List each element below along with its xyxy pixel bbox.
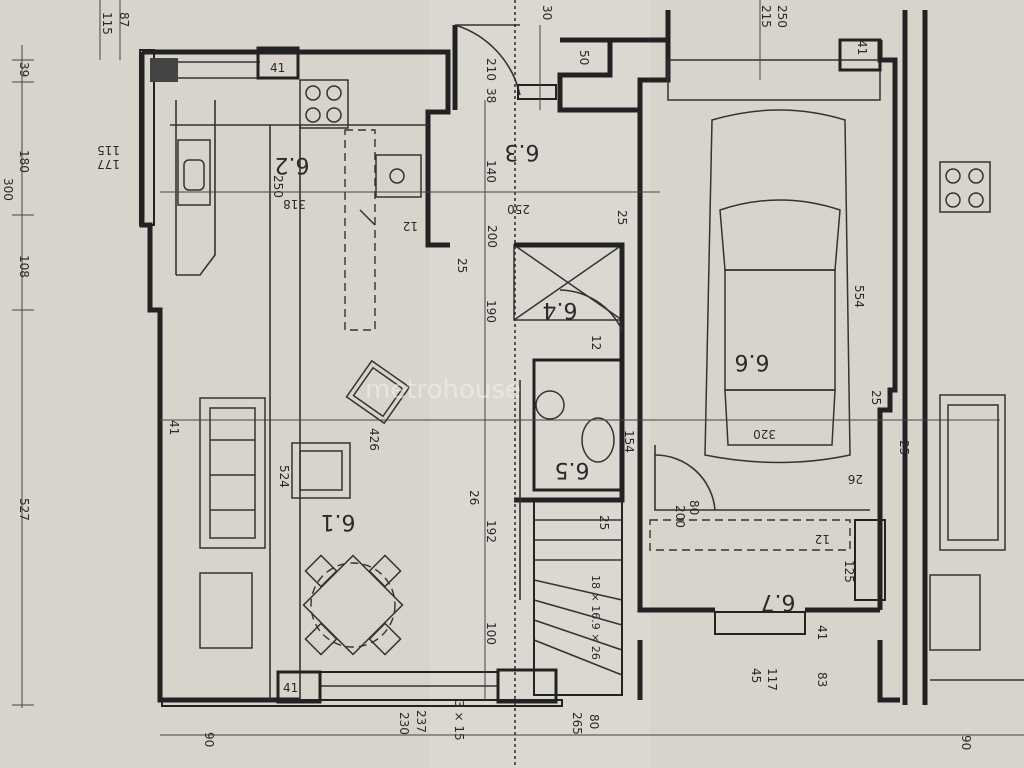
dimension-label: 108 — [17, 255, 31, 278]
dimension-label: 80 — [587, 714, 601, 729]
coffee-table-icon — [291, 442, 351, 499]
dimension-label: 320 — [753, 427, 776, 441]
dimension-label: 250 — [507, 202, 530, 216]
sofa-icon — [199, 397, 266, 549]
dimension-label: 26 — [848, 472, 863, 486]
dimension-label: 25 — [615, 210, 629, 225]
dimension-label: 115 — [97, 143, 120, 157]
room-label-6-2: 6.2 — [275, 152, 310, 177]
dimension-label: 18 × 16.9 × 26 — [589, 575, 602, 660]
dimension-label: 190 — [484, 300, 498, 323]
garage-walls — [610, 10, 900, 703]
dimension-label: 41 — [270, 61, 285, 75]
dining-table-icon — [302, 554, 404, 656]
dimension-label: 180 — [17, 150, 31, 173]
dimension-label: 12 — [815, 532, 830, 546]
dimension-label: 554 — [852, 285, 866, 308]
living-furniture — [199, 359, 411, 656]
hall-stair-walls — [452, 0, 640, 768]
dimension-label: 265 — [570, 712, 584, 735]
dimension-label: 125 — [842, 560, 856, 583]
dimension-label: 87 — [117, 12, 131, 27]
kitchen-fixtures — [177, 79, 422, 331]
dimension-label: 192 — [484, 520, 498, 543]
dimension-label: 210 — [484, 58, 498, 81]
fridge-icon — [375, 154, 422, 198]
room-label-6-6: 6.6 — [735, 349, 770, 374]
dimension-label: 527 — [17, 498, 31, 521]
dimension-label: 80 — [687, 500, 701, 515]
dimension-lines — [160, 0, 1024, 736]
paper-highlight — [430, 0, 650, 768]
car-icon — [704, 109, 851, 464]
dimension-label: 300 — [1, 178, 15, 201]
washbasin-icon — [535, 390, 565, 420]
dimension-label: 3 × 15 — [452, 700, 466, 741]
dimension-label: 39 — [17, 62, 31, 77]
room-label-6-3: 6.3 — [505, 139, 540, 164]
room-label-6-5: 6.5 — [555, 457, 590, 482]
dimension-label: 230 — [397, 712, 411, 735]
dimension-label: 426 — [367, 428, 381, 451]
room-label-6-7: 6.7 — [761, 589, 796, 614]
dimension-label: 237 — [414, 710, 428, 733]
living-kitchen-walls — [139, 46, 563, 707]
neighbour-unit — [902, 10, 1024, 705]
dimension-label: 154 — [622, 430, 636, 453]
dimension-label: 215 — [759, 5, 773, 28]
cabinet-icon — [199, 572, 253, 649]
dimension-label: 318 — [283, 197, 306, 211]
dimension-label: 250 — [775, 5, 789, 28]
dimension-label: 25 — [869, 390, 883, 405]
dimension-label: 100 — [484, 622, 498, 645]
room-label-6-4: 6.4 — [543, 297, 578, 322]
sink-icon — [177, 139, 211, 206]
armchair-icon — [345, 359, 411, 425]
dimension-label: 38 — [484, 88, 498, 103]
dimension-label: 140 — [484, 160, 498, 183]
dimension-label: 177 — [97, 157, 120, 171]
dimension-label: 41 — [815, 625, 829, 640]
dimension-label: 26 — [467, 490, 481, 505]
dimension-label: 41 — [283, 681, 298, 695]
room-labels: 6.1 6.2 6.3 6.4 6.5 6.6 6.7 — [275, 139, 796, 614]
dimension-label: 250 — [271, 175, 285, 198]
dimension-label: 115 — [100, 12, 114, 35]
dimension-label: 12 — [403, 219, 418, 233]
dimension-label: 50 — [577, 50, 591, 65]
dimension-labels: 87 115 39 180 300 108 527 41 115 177 318… — [1, 5, 973, 750]
room-label-6-1: 6.1 — [321, 509, 356, 534]
dimension-label: 30 — [540, 5, 554, 20]
left-dimension-chain — [12, 0, 121, 708]
dimension-label: 25 — [455, 258, 469, 273]
dimension-label: 25 — [897, 440, 911, 455]
kitchen-island — [344, 129, 376, 331]
dimension-label: 200 — [673, 505, 687, 528]
dimension-label: 117 — [765, 668, 779, 691]
dimension-label: 200 — [485, 225, 499, 248]
dimension-label: 12 — [589, 335, 603, 350]
watermark: metrohouse — [365, 375, 521, 405]
dimension-label: 45 — [749, 668, 763, 683]
dimension-label: 90 — [959, 735, 973, 750]
dimension-label: 83 — [815, 672, 829, 687]
dimension-label: 25 — [597, 515, 611, 530]
dimension-label: 524 — [277, 465, 291, 488]
dimension-label: 41 — [167, 420, 181, 435]
dimension-label: 90 — [202, 732, 216, 747]
dimension-label: 41 — [855, 40, 869, 55]
staircase — [533, 499, 623, 696]
toilet-icon — [581, 417, 615, 463]
stove-icon — [299, 79, 349, 129]
